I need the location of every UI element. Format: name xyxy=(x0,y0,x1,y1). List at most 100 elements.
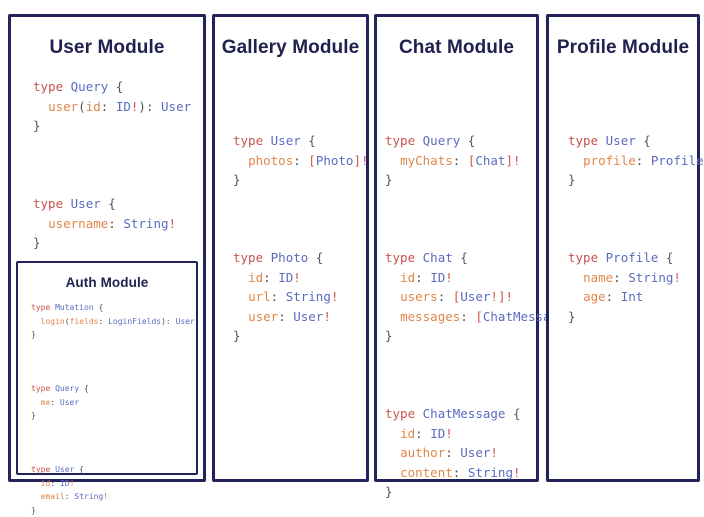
code-token: User xyxy=(271,133,301,148)
code-token: type xyxy=(31,303,55,312)
code-token: login xyxy=(41,317,65,326)
code-token: LoginFields xyxy=(108,317,161,326)
code-token: } xyxy=(31,330,36,339)
module-title-profile: Profile Module xyxy=(549,37,697,59)
code-token: User xyxy=(55,465,74,474)
module-title-user: User Module xyxy=(11,37,203,59)
code-token: } xyxy=(33,235,41,250)
code-token: ! xyxy=(331,289,339,304)
code-token: User xyxy=(60,398,79,407)
code-token: [ xyxy=(475,309,483,324)
code-token: me xyxy=(41,398,51,407)
code-token: String xyxy=(123,216,168,231)
code-token: ! xyxy=(293,270,301,285)
code-token: fields xyxy=(70,317,99,326)
code-token: { xyxy=(453,250,468,265)
code-token: Profile xyxy=(606,250,659,265)
code-token: : xyxy=(65,492,75,501)
code-token: email xyxy=(41,492,65,501)
code-token: users xyxy=(400,289,438,304)
code-token xyxy=(33,216,48,231)
code-token xyxy=(385,153,400,168)
code-token xyxy=(233,153,248,168)
code-token xyxy=(31,398,41,407)
module-panel-auth[interactable]: Auth Module type Mutation { login(fields… xyxy=(16,261,198,475)
code-token: Int xyxy=(621,289,644,304)
code-token: ! xyxy=(490,445,498,460)
code-token: id xyxy=(400,270,415,285)
code-token: : xyxy=(415,270,430,285)
code-token: id xyxy=(86,99,101,114)
code-token: ! xyxy=(169,216,177,231)
code-token xyxy=(385,289,400,304)
code-blank-line xyxy=(33,155,203,175)
code-token: ! xyxy=(513,153,521,168)
code-block-chat: type Query { myChats: [Chat]! } type Cha… xyxy=(385,131,536,502)
code-token: [ xyxy=(308,153,316,168)
module-title-gallery: Gallery Module xyxy=(215,37,366,59)
code-blank-line xyxy=(385,365,536,385)
code-token: { xyxy=(101,196,116,211)
code-token: type xyxy=(385,406,423,421)
code-token: { xyxy=(108,79,123,94)
code-token: profile xyxy=(583,153,636,168)
code-token: ! xyxy=(70,479,75,488)
code-token xyxy=(385,309,400,324)
module-panel-profile[interactable]: Profile Module type User { profile: Prof… xyxy=(546,14,700,482)
code-token: User xyxy=(460,445,490,460)
code-block-gallery: type User { photos: [Photo]! } type Phot… xyxy=(233,131,366,346)
code-token: Photo xyxy=(316,153,354,168)
code-token: } xyxy=(233,172,241,187)
code-blank-line xyxy=(568,209,697,229)
code-token: ! xyxy=(490,289,498,304)
code-token xyxy=(33,99,48,114)
code-token: myChats xyxy=(400,153,453,168)
code-token: id xyxy=(248,270,263,285)
code-token: type xyxy=(385,250,423,265)
code-token: type xyxy=(31,465,55,474)
code-token: username xyxy=(48,216,108,231)
module-panel-chat[interactable]: Chat Module type Query { myChats: [Chat]… xyxy=(374,14,539,482)
code-token: : xyxy=(263,270,278,285)
code-token: ! xyxy=(513,465,521,480)
code-token: { xyxy=(505,406,520,421)
module-title-auth: Auth Module xyxy=(18,275,196,291)
code-token: ChatMessage xyxy=(423,406,506,421)
code-token xyxy=(233,309,248,324)
code-token: : xyxy=(445,445,460,460)
module-title-chat: Chat Module xyxy=(377,37,536,59)
code-token: Chat xyxy=(423,250,453,265)
code-token xyxy=(568,289,583,304)
code-token: : xyxy=(460,309,475,324)
code-token: user xyxy=(248,309,278,324)
code-token: String xyxy=(286,289,331,304)
code-token: User xyxy=(161,99,191,114)
code-token: : xyxy=(278,309,293,324)
code-token xyxy=(31,492,41,501)
code-token: name xyxy=(583,270,613,285)
code-token: ! xyxy=(673,270,681,285)
code-token: ] xyxy=(505,153,513,168)
code-token: : xyxy=(101,99,116,114)
code-token xyxy=(233,270,248,285)
module-panel-gallery[interactable]: Gallery Module type User { photos: [Phot… xyxy=(212,14,369,482)
code-token: content xyxy=(400,465,453,480)
code-blank-line xyxy=(385,209,536,229)
code-token: : xyxy=(636,153,651,168)
code-token: } xyxy=(31,411,36,420)
module-panel-user[interactable]: User Module type Query { user(id: ID!): … xyxy=(8,14,206,482)
code-token xyxy=(568,270,583,285)
code-blank-line xyxy=(233,209,366,229)
code-token: ID xyxy=(116,99,131,114)
code-token: : xyxy=(50,398,60,407)
code-token: } xyxy=(33,118,41,133)
code-token: type xyxy=(568,250,606,265)
code-token: type xyxy=(33,79,71,94)
code-token: ID xyxy=(430,426,445,441)
code-token: Mutation xyxy=(55,303,94,312)
code-token: } xyxy=(568,172,576,187)
code-token: url xyxy=(248,289,271,304)
code-token: Query xyxy=(71,79,109,94)
code-token: ( xyxy=(78,99,86,114)
